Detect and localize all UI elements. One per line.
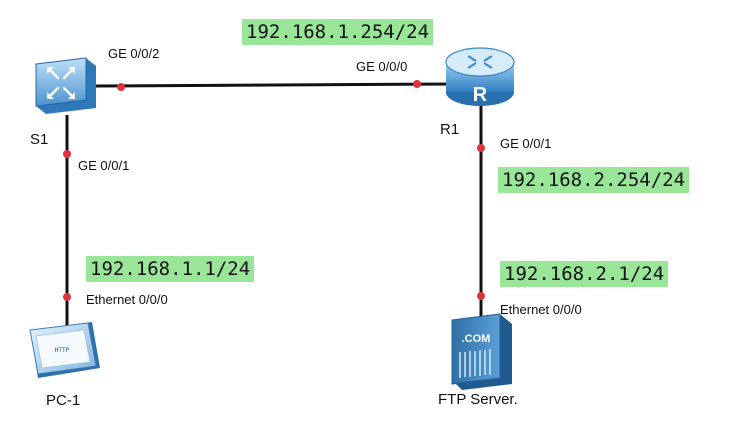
port-dot-r1-ge000 (413, 80, 421, 88)
port-label-server-eth: Ethernet 0/0/0 (500, 302, 582, 317)
port-label-r1-ge001: GE 0/0/1 (500, 136, 552, 151)
server-badge-text: .COM (462, 333, 491, 345)
port-dot-pc-eth (63, 293, 71, 301)
ip-label-r1-ge000: 192.168.1.254/24 (242, 19, 434, 45)
ip-label-r1-ge001: 192.168.2.254/24 (498, 167, 690, 193)
pc-icon[interactable]: HTTP (29, 322, 100, 378)
device-label-pc1: PC-1 (46, 392, 81, 409)
ip-label-pc1: 192.168.1.1/24 (86, 256, 255, 282)
port-dot-s1-ge001 (63, 150, 71, 158)
port-dot-s1-ge002 (117, 83, 125, 91)
device-label-s1: S1 (30, 131, 49, 148)
router-icon[interactable]: R (445, 47, 515, 106)
pc-screen-text: HTTP (55, 347, 70, 354)
server-icon[interactable]: .COM (451, 313, 512, 390)
port-dot-r1-ge001 (477, 144, 485, 152)
port-label-r1-ge000: GE 0/0/0 (356, 59, 408, 74)
router-glyph: R (473, 84, 488, 106)
port-label-pc-eth: Ethernet 0/0/0 (86, 292, 168, 307)
port-label-s1-ge002: GE 0/0/2 (108, 46, 160, 61)
port-dot-server-eth (477, 292, 485, 300)
port-label-s1-ge001: GE 0/0/1 (78, 158, 130, 173)
device-label-ftp-server: FTP Server. (438, 391, 518, 408)
ip-label-server: 192.168.2.1/24 (500, 261, 669, 287)
link-s1-r1 (95, 82, 453, 88)
device-label-r1: R1 (440, 121, 460, 138)
switch-icon[interactable] (35, 57, 96, 114)
